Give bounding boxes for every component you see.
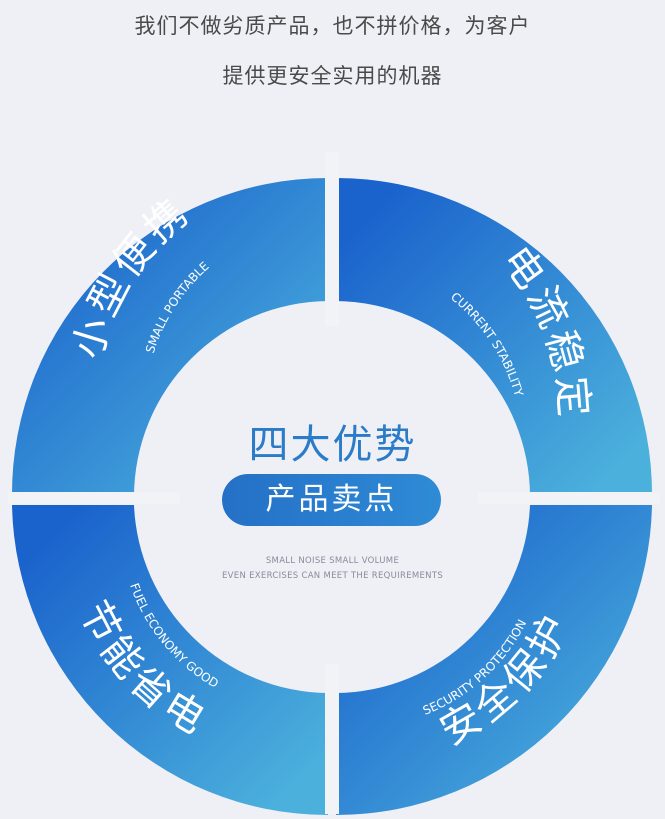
divider-bottom bbox=[325, 664, 339, 814]
center-title: 四大优势 bbox=[248, 422, 417, 468]
divider-top bbox=[325, 152, 339, 326]
divider-right bbox=[478, 492, 660, 504]
header-line-1: 我们不做劣质产品，也不拼价格，为客户 bbox=[134, 14, 531, 38]
ring-quadrant-top-right bbox=[336, 178, 653, 497]
ring-quadrant-bottom-left bbox=[12, 505, 328, 815]
divider-left bbox=[8, 492, 180, 504]
center-note-line-2: EVEN EXERCISES CAN MEET THE REQUIREMENTS bbox=[221, 571, 444, 581]
ring-quadrant-top-left bbox=[11, 177, 329, 497]
header-line-2: 提供更安全实用的机器 bbox=[222, 64, 443, 88]
ring-quadrant-bottom-right bbox=[336, 505, 652, 815]
selling-points-badge: 产品卖点 bbox=[222, 474, 441, 526]
center-note-line-1: SMALL NOISE SMALL VOLUME bbox=[265, 556, 400, 566]
